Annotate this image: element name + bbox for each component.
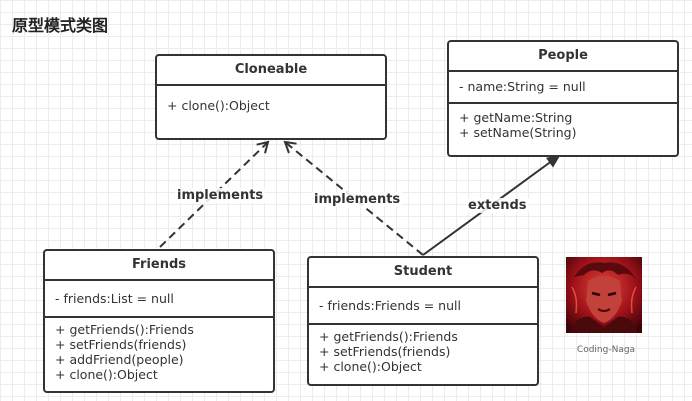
method-row: + getName:String [459, 110, 573, 125]
methods-section: + getName:String + setName(String) [449, 104, 677, 146]
attributes-section: - name:String = null [449, 72, 677, 104]
attributes-section: - friends:Friends = null [309, 288, 537, 325]
class-friends[interactable]: Friends - friends:List = null + getFrien… [43, 249, 275, 393]
methods-section: + getFriends():Friends + setFriends(frie… [309, 325, 537, 380]
friends-implements-label: implements [175, 188, 266, 203]
attribute-row: - name:String = null [459, 79, 586, 94]
methods-section: + getFriends():Friends + setFriends(frie… [45, 318, 273, 388]
author-avatar [566, 257, 642, 333]
method-row: + setFriends(friends) [319, 344, 451, 359]
class-name: Cloneable [157, 56, 385, 86]
student-extends-label: extends [466, 198, 529, 213]
method-row: + clone():Object [319, 359, 422, 374]
class-name: People [449, 42, 677, 72]
method-row: + getFriends():Friends [55, 322, 194, 337]
class-student[interactable]: Student - friends:Friends = null + getFr… [307, 256, 539, 386]
method-row: + addFriend(people) [55, 352, 184, 367]
method-row: + clone():Object [55, 367, 158, 382]
class-name: Student [309, 258, 537, 288]
student-implements-line [283, 140, 424, 256]
class-cloneable[interactable]: Cloneable + clone():Object [155, 54, 387, 140]
student-implements-label: implements [312, 192, 403, 207]
class-name: Friends [45, 251, 273, 281]
attribute-row: - friends:Friends = null [319, 298, 461, 313]
method-row: + getFriends():Friends [319, 329, 458, 344]
methods-section: + clone():Object [157, 86, 385, 119]
attribute-row: - friends:List = null [55, 291, 174, 306]
avatar-caption: Coding-Naga [576, 345, 636, 355]
avatar-image [566, 257, 642, 333]
attributes-section: - friends:List = null [45, 281, 273, 318]
method-row: + setName(String) [459, 125, 577, 140]
method-row: + setFriends(friends) [55, 337, 187, 352]
page-title: 原型模式类图 [12, 16, 109, 35]
class-people[interactable]: People - name:String = null + getName:St… [447, 40, 679, 157]
method-row: + clone():Object [167, 98, 270, 113]
